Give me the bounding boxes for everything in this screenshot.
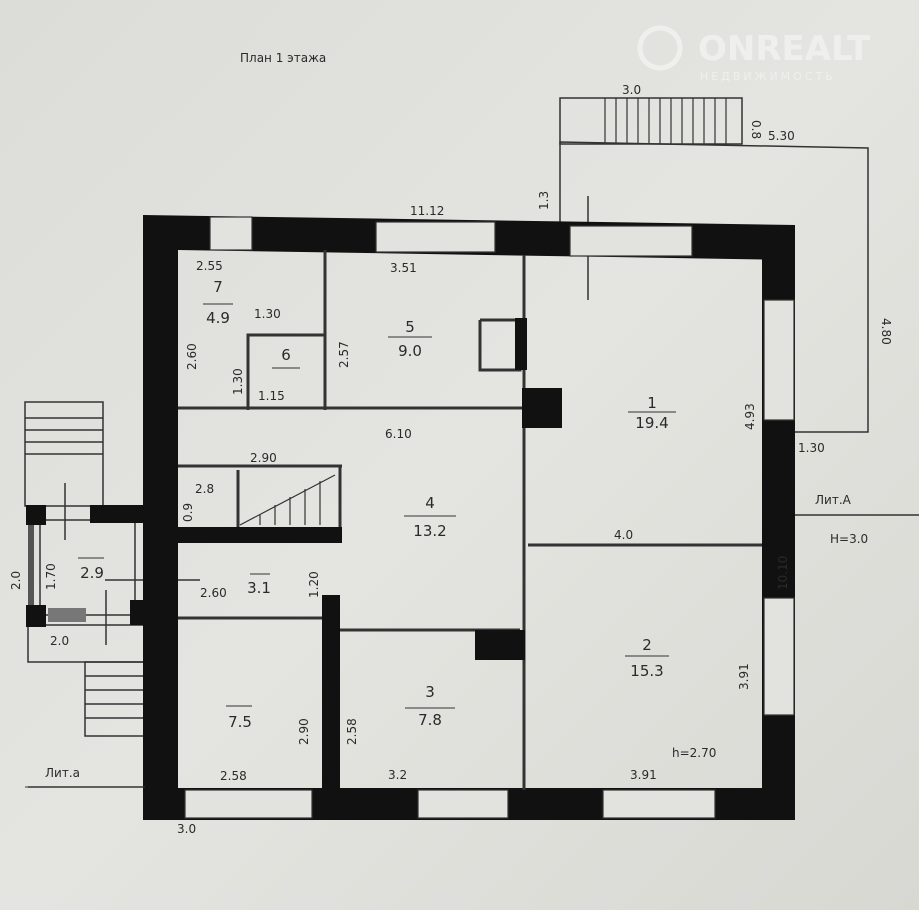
svg-text:ONREALT: ONREALT (698, 29, 871, 69)
dim-porch-stairs-depth: 0.8 (749, 120, 763, 139)
dim-vestibule-inner: 1.70 (44, 563, 58, 590)
dim-r3-width: 3.2 (388, 768, 407, 782)
ceiling-height-label: h=2.70 (672, 746, 716, 760)
annotations: Лит.А Н=3.0 Лит.а h=2.70 (25, 493, 868, 788)
room-2-number: 2 (642, 636, 652, 654)
dimension-labels: 3.0 0.8 5.30 1.3 4.80 1.30 11.12 10.10 2… (9, 83, 893, 836)
watermark: ONREALT НЕДВИЖИМОСТЬ (637, 25, 871, 83)
room-5-number: 5 (405, 318, 415, 336)
interior-walls (178, 250, 762, 790)
room-2-area: 15.3 (630, 662, 663, 680)
dim-porch-side: 1.30 (798, 441, 825, 455)
porch-outline (559, 97, 919, 516)
room-6-number: 6 (281, 346, 291, 364)
room-4-number: 4 (425, 494, 435, 512)
dim-porch-depth: 4.80 (879, 318, 893, 345)
dim-r1-width: 4.0 (614, 528, 633, 542)
plan-title: План 1 этажа (240, 51, 326, 65)
dim-stair-width: 2.90 (250, 451, 277, 465)
room-1-area: 19.4 (635, 414, 668, 432)
dim-overall-width: 11.12 (410, 204, 444, 218)
dim-porch-stairs-width: 3.0 (622, 83, 641, 97)
height-main-label: Н=3.0 (830, 532, 868, 546)
stair (239, 474, 336, 526)
dim-r6-bottom: 1.15 (258, 389, 285, 403)
room-75-area: 7.5 (228, 713, 252, 731)
dim-r7-width: 2.55 (196, 259, 223, 273)
dim-r6-width: 1.30 (254, 307, 281, 321)
dim-r2-depth: 3.91 (737, 663, 751, 690)
dim-r31-depth: 1.20 (307, 571, 321, 598)
dim-r6-depth: 1.30 (231, 368, 245, 395)
room-3-number: 3 (425, 683, 435, 701)
dim-r31-width: 2.60 (200, 586, 227, 600)
room-hall-area: 3.1 (247, 579, 271, 597)
room-4-area: 13.2 (413, 522, 446, 540)
dim-r7-depth: 2.60 (185, 343, 199, 370)
dim-vestibule-depth: 2.0 (9, 571, 23, 590)
vestibule-area: 2.9 (80, 564, 104, 582)
room-7-number: 7 (213, 278, 223, 296)
windows (184, 216, 795, 819)
dim-r2-width: 3.91 (630, 768, 657, 782)
dim-r5-depth: 2.57 (337, 341, 351, 368)
dim-porch-width: 5.30 (768, 129, 795, 143)
dim-porch-offset: 1.3 (537, 191, 551, 210)
lit-a-main-label: Лит.А (815, 493, 852, 507)
dim-r4-width: 6.10 (385, 427, 412, 441)
dim-overall-depth: 10.10 (776, 556, 790, 590)
dim-r75-width: 2.58 (220, 769, 247, 783)
dim-stair-area: 2.8 (195, 482, 214, 496)
dim-r5-width: 3.51 (390, 261, 417, 275)
room-5-area: 9.0 (398, 342, 422, 360)
room-7-area: 4.9 (206, 309, 230, 327)
dim-r75-depth: 2.90 (297, 718, 311, 745)
dim-r3-depth: 2.58 (345, 718, 359, 745)
dim-ext-width: 3.0 (177, 822, 196, 836)
interior-solid-walls (178, 318, 562, 790)
room-labels: 1 19.4 2 15.3 3 7.8 4 13.2 5 9.0 6 7 4.9… (78, 278, 676, 731)
lit-a-ext-label: Лит.а (45, 766, 80, 780)
dim-stair-depth: 0.9 (181, 503, 195, 522)
dim-r1-depth: 4.93 (743, 403, 757, 430)
room-3-area: 7.8 (418, 711, 442, 729)
room-1-number: 1 (647, 394, 657, 412)
svg-text:НЕДВИЖИМОСТЬ: НЕДВИЖИМОСТЬ (700, 70, 836, 83)
dim-vestibule-width: 2.0 (50, 634, 69, 648)
